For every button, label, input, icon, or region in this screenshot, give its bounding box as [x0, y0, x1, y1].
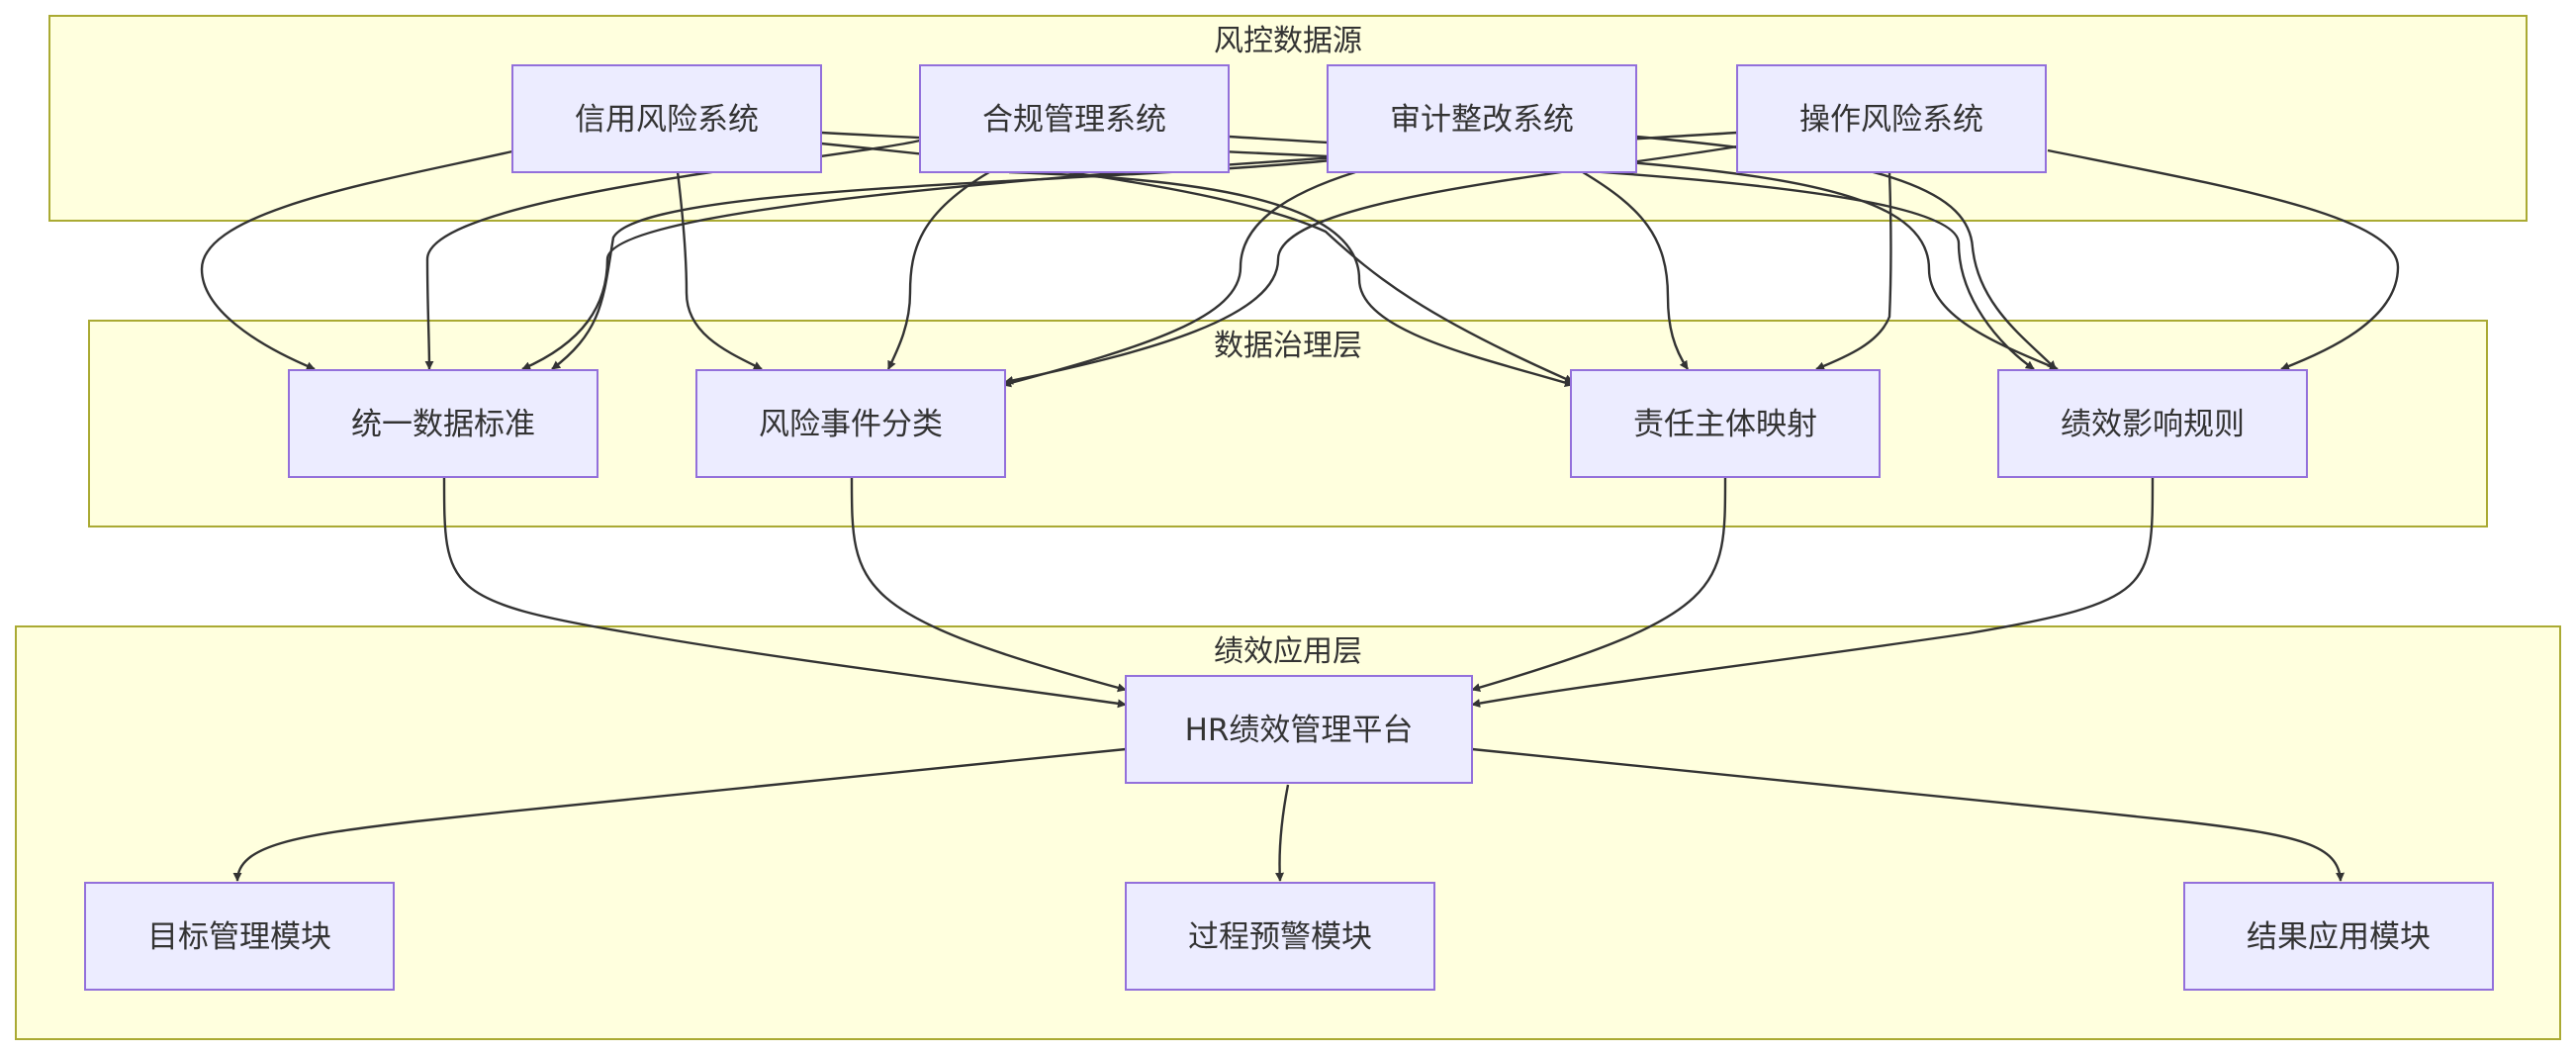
node-compliance-system[interactable]: 合规管理系统 [919, 64, 1230, 173]
node-credit-risk-system[interactable]: 信用风险系统 [511, 64, 822, 173]
node-impact-rules[interactable]: 绩效影响规则 [1997, 369, 2308, 478]
node-label: 绩效影响规则 [2061, 407, 2245, 442]
node-result-module[interactable]: 结果应用模块 [2183, 882, 2494, 991]
node-audit-system[interactable]: 审计整改系统 [1327, 64, 1637, 173]
cluster-sources: 风控数据源 [48, 15, 2528, 222]
edge-audit-to-standard [551, 158, 1333, 370]
node-label: 过程预警模块 [1188, 919, 1372, 955]
edge-hr-to-result [1471, 747, 2346, 882]
node-label: 合规管理系统 [982, 102, 1166, 138]
node-data-standard[interactable]: 统一数据标准 [288, 369, 598, 478]
edge-operational-to-impact [2047, 148, 2400, 371]
cluster-sources-label: 风控数据源 [1214, 24, 1362, 58]
edge-audit-to-event [1002, 170, 1356, 388]
edge-responsibility-to-hr [1471, 477, 1727, 693]
node-hr-platform[interactable]: HR绩效管理平台 [1125, 675, 1473, 784]
edge-credit-to-standard [200, 149, 513, 371]
node-target-module[interactable]: 目标管理模块 [84, 882, 395, 991]
edge-audit-to-responsibility [1582, 170, 1689, 370]
node-label: 目标管理模块 [147, 919, 331, 955]
edge-operational-to-responsibility [1815, 171, 1892, 371]
edge-standard-to-hr [442, 477, 1127, 709]
node-responsibility-mapping[interactable]: 责任主体映射 [1570, 369, 1881, 478]
edge-compliance-to-responsibility [1008, 170, 1574, 387]
cluster-governance-label: 数据治理层 [1214, 329, 1362, 363]
edge-event-to-hr [850, 477, 1127, 693]
node-label: 责任主体映射 [1633, 407, 1817, 442]
node-label: 信用风险系统 [575, 102, 759, 138]
edge-compliance-to-event [886, 170, 990, 370]
node-label: 风险事件分类 [759, 407, 943, 442]
cluster-application-label: 绩效应用层 [1214, 634, 1362, 669]
node-label: 结果应用模块 [2247, 919, 2431, 955]
node-warning-module[interactable]: 过程预警模块 [1125, 882, 1435, 991]
node-label: 统一数据标准 [351, 407, 535, 442]
node-label: HR绩效管理平台 [1185, 713, 1414, 748]
node-label: 审计整改系统 [1390, 102, 1574, 138]
edge-hr-to-target [232, 747, 1127, 882]
node-operational-risk-system[interactable]: 操作风险系统 [1736, 64, 2047, 173]
node-event-classification[interactable]: 风险事件分类 [695, 369, 1006, 478]
edge-impact-to-hr [1471, 477, 2155, 709]
node-label: 操作风险系统 [1799, 102, 1983, 138]
edge-hr-to-warning [1275, 784, 1290, 882]
